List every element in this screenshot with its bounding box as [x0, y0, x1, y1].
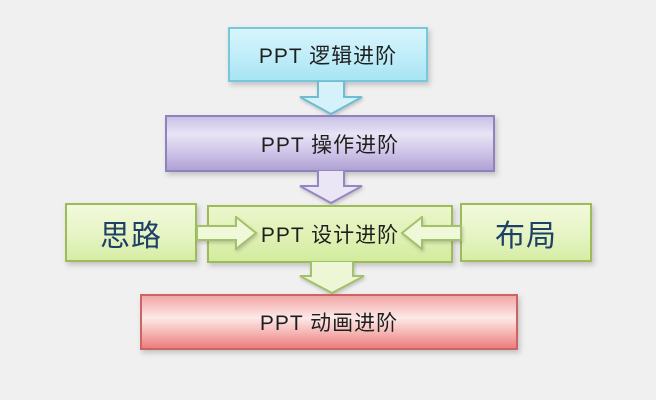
node-ppt-operation-label: PPT 操作进阶 — [260, 133, 400, 157]
node-ppt-animation-label: PPT 动画进阶 — [259, 312, 399, 335]
node-ppt-operation: PPT 操作进阶 — [165, 115, 495, 172]
node-ppt-design-label: PPT 设计进阶 — [260, 224, 400, 247]
node-ppt-logic-label: PPT 逻辑进阶 — [258, 44, 398, 68]
node-ideas: 思路 — [65, 203, 197, 262]
left-arrow-green-icon — [400, 216, 462, 250]
node-ideas-label: 思路 — [100, 219, 162, 253]
node-ppt-logic: PPT 逻辑进阶 — [228, 27, 428, 82]
node-layout-label: 布局 — [495, 219, 557, 253]
right-arrow-green-icon — [196, 216, 258, 250]
down-arrow-green-icon — [299, 261, 365, 295]
node-layout: 布局 — [460, 203, 592, 262]
down-arrow-purple-icon — [299, 170, 363, 205]
node-ppt-animation: PPT 动画进阶 — [140, 294, 518, 350]
down-arrow-cyan-icon — [299, 81, 363, 116]
